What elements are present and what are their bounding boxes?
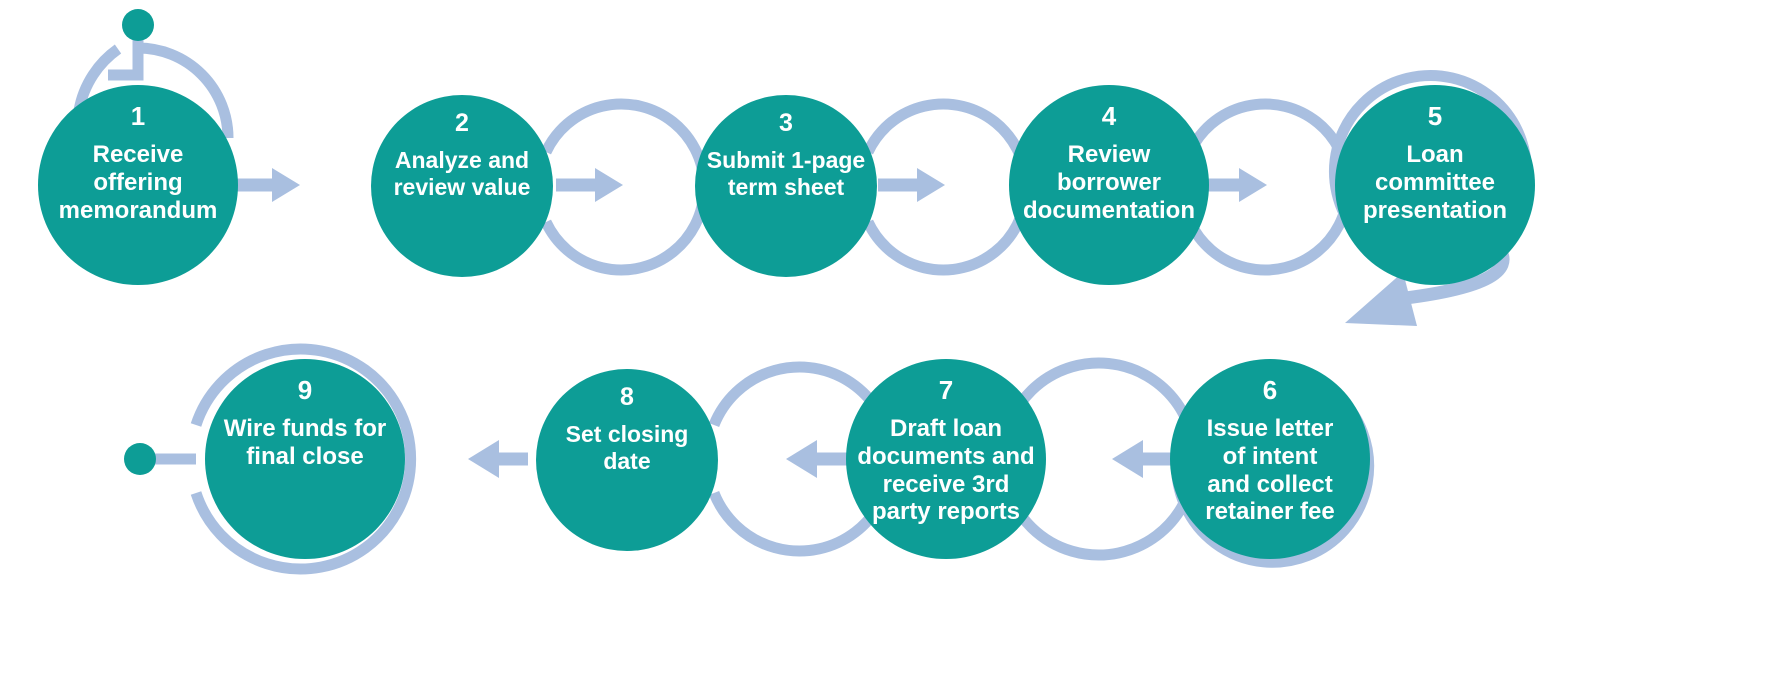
end-connector: [124, 443, 196, 475]
arrow-8-to-9: [468, 440, 528, 478]
step-label-3: Submit 1-page term sheet: [706, 147, 866, 200]
end-dot: [124, 443, 156, 475]
step-node-6[interactable]: 6 Issue letter of intent and collect ret…: [1170, 359, 1370, 559]
step-node-3[interactable]: 3 Submit 1-page term sheet: [695, 95, 877, 277]
start-connector: [108, 9, 154, 81]
arrow-1-to-2: [233, 168, 300, 202]
arrow-7-to-8: [786, 440, 852, 478]
ring-step-4: [1185, 98, 1354, 276]
step-number-3: 3: [779, 109, 793, 137]
arrow-2-to-3: [556, 168, 623, 202]
step-node-7[interactable]: 7 Draft loan documents and receive 3rd p…: [846, 359, 1046, 559]
step-node-8[interactable]: 8 Set closing date: [536, 369, 718, 551]
step-number-1: 1: [130, 101, 146, 131]
ring-step-2: [541, 98, 710, 276]
step-label-6: Issue letter of intent and collect retai…: [1205, 415, 1335, 526]
step-label-2: Analyze and review value: [393, 147, 531, 200]
step-number-2: 2: [455, 109, 469, 137]
step-node-5[interactable]: 5 Loan committee presentation: [1335, 85, 1535, 285]
step-number-7: 7: [938, 375, 954, 405]
step-label-8: Set closing date: [565, 421, 689, 474]
step-number-9: 9: [297, 375, 313, 405]
step-node-1[interactable]: 1 Receive offering memorandum: [38, 85, 238, 285]
step-label-4: Review borrower documentation: [1023, 141, 1195, 224]
step-number-5: 5: [1427, 101, 1443, 131]
step-label-9: Wire funds for final close: [223, 415, 387, 470]
step-label-7: Draft loan documents and receive 3rd par…: [857, 415, 1035, 526]
step-number-8: 8: [620, 383, 634, 411]
step-label-1: Receive offering memorandum: [58, 141, 218, 224]
ring-step-3: [863, 98, 1032, 276]
step-node-9[interactable]: 9 Wire funds for final close: [205, 359, 405, 559]
arrow-4-to-5: [1200, 168, 1267, 202]
step-node-2[interactable]: 2 Analyze and review value: [371, 95, 553, 277]
step-node-4[interactable]: 4 Review borrower documentation: [1009, 85, 1209, 285]
step-label-5: Loan committee presentation: [1362, 141, 1508, 224]
step-number-6: 6: [1262, 375, 1278, 405]
arrow-3-to-4: [878, 168, 945, 202]
step-number-4: 4: [1101, 101, 1117, 131]
start-dot: [122, 9, 154, 41]
